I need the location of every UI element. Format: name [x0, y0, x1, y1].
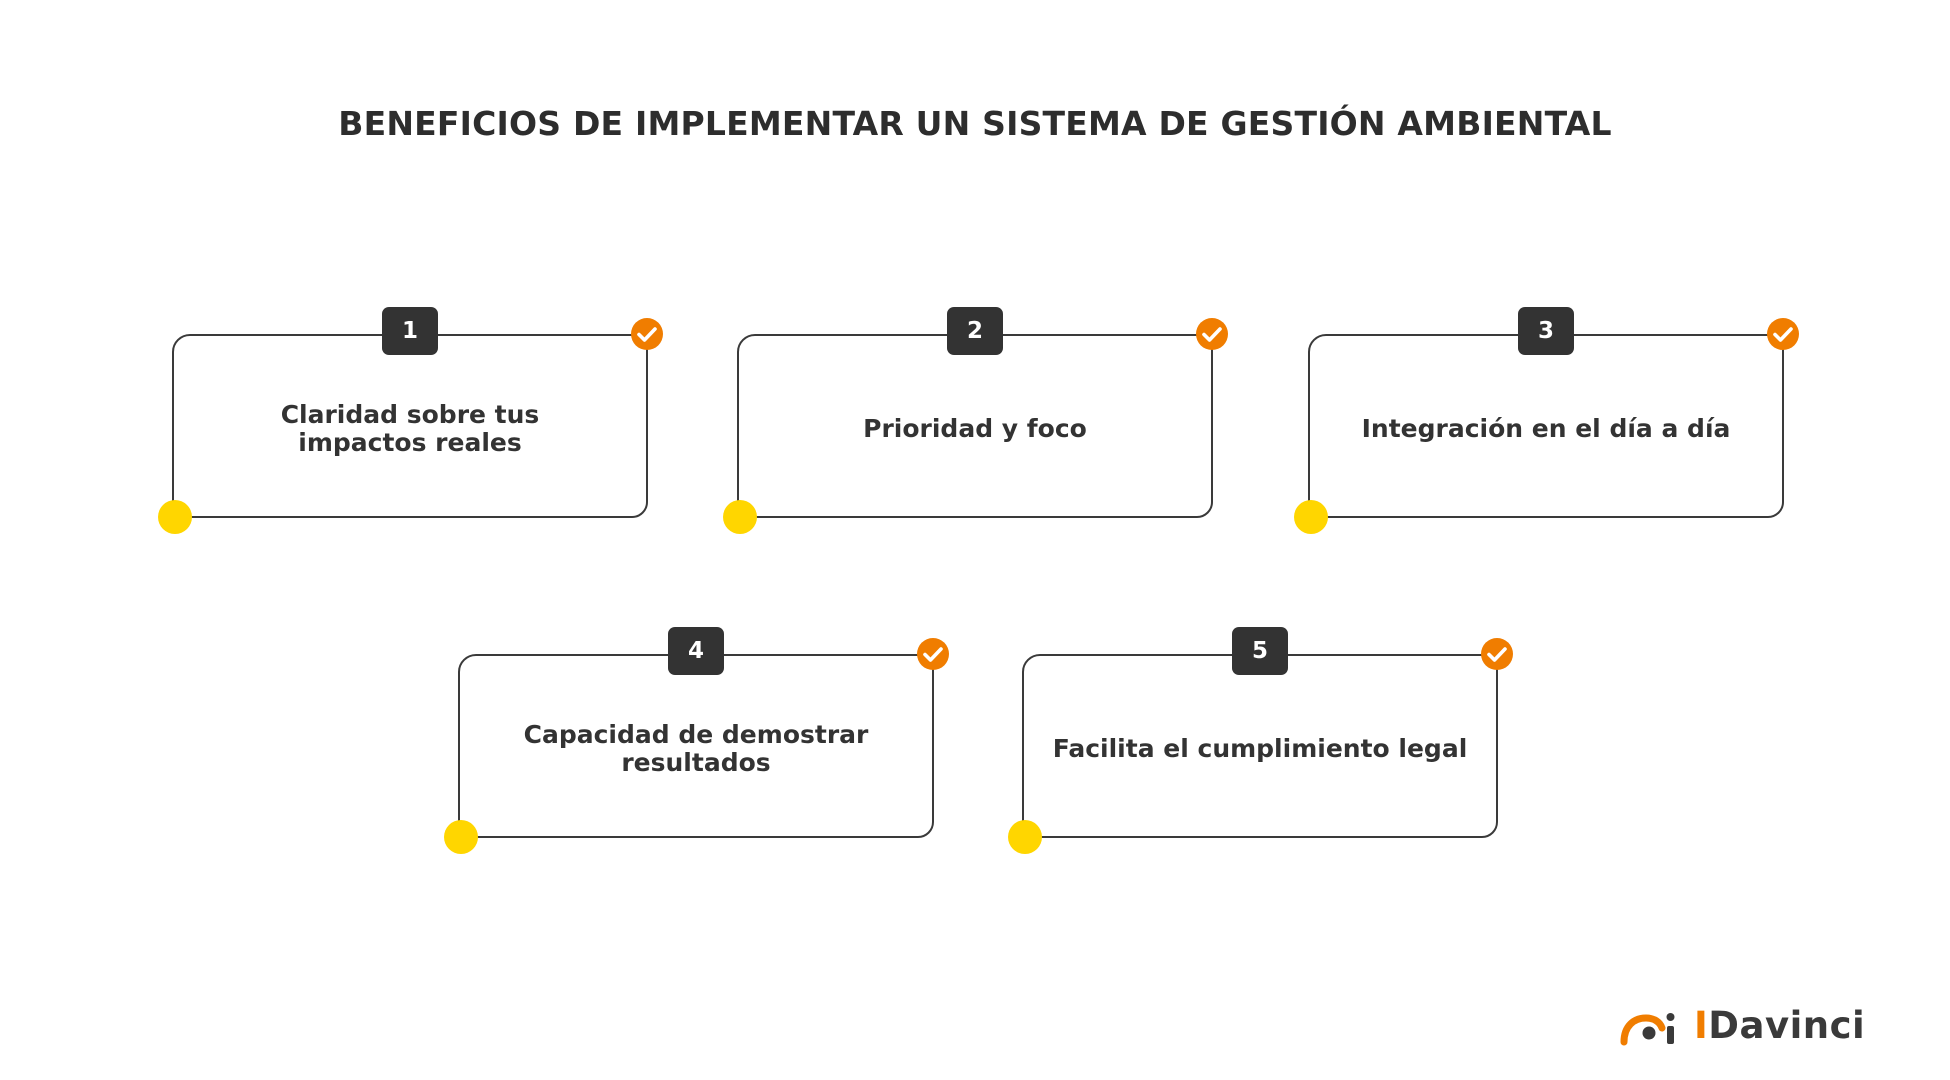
logo-accent-letter: I: [1694, 1004, 1709, 1047]
page-title: BENEFICIOS DE IMPLEMENTAR UN SISTEMA DE …: [338, 104, 1612, 143]
benefit-card-3: 3 Integración en el día a día: [1294, 307, 1799, 534]
logo-text: IDavinci: [1694, 1006, 1865, 1046]
number-badge: 5: [1232, 627, 1288, 675]
check-circle-icon: [1196, 318, 1228, 350]
yellow-dot-icon: [444, 820, 478, 854]
yellow-dot-icon: [723, 500, 757, 534]
benefit-card-4: 4 Capacidad de demostrar resultados: [444, 627, 949, 854]
number-badge: 3: [1518, 307, 1574, 355]
benefit-card-2: 2 Prioridad y foco: [723, 307, 1228, 534]
card-text: Capacidad de demostrar resultados: [523, 720, 869, 777]
check-circle-icon: [1767, 318, 1799, 350]
benefit-card-5: 5 Facilita el cumplimiento legal: [1008, 627, 1513, 854]
number-badge: 1: [382, 307, 438, 355]
brand-logo: IDavinci: [1618, 1004, 1865, 1048]
card-text: Claridad sobre tus impactos reales: [280, 400, 540, 457]
number-badge: 4: [668, 627, 724, 675]
yellow-dot-icon: [158, 500, 192, 534]
check-circle-icon: [631, 318, 663, 350]
logo-mark-icon: [1620, 1013, 1675, 1046]
logo-wordmark: Davinci: [1708, 1004, 1866, 1047]
number-badge: 2: [947, 307, 1003, 355]
card-text: Facilita el cumplimiento legal: [1052, 734, 1468, 763]
check-circle-icon: [917, 638, 949, 670]
card-text: Prioridad y foco: [863, 414, 1087, 443]
yellow-dot-icon: [1008, 820, 1042, 854]
yellow-dot-icon: [1294, 500, 1328, 534]
card-text: Integración en el día a día: [1361, 414, 1731, 443]
check-circle-icon: [1481, 638, 1513, 670]
benefit-card-1: 1 Claridad sobre tus impactos reales: [158, 307, 663, 534]
